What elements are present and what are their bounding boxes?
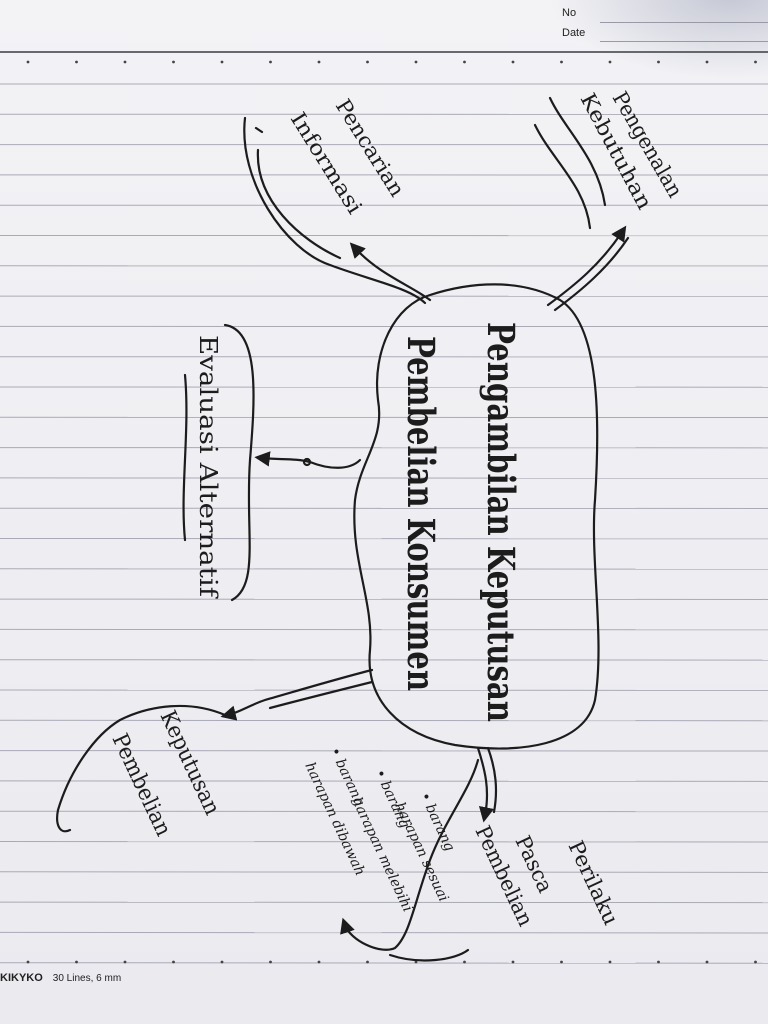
central-bubble — [353, 283, 600, 750]
margin-dot — [172, 960, 175, 964]
branch-evaluasi: Evaluasi Alternatif — [194, 335, 222, 599]
margin-dot — [220, 960, 224, 964]
margin-dot — [560, 960, 563, 964]
margin-dot — [220, 60, 224, 64]
margin-dot — [123, 60, 127, 64]
margin-dot — [511, 60, 515, 64]
margin-dot — [172, 60, 175, 64]
paper-spec: 30 Lines, 6 mm — [52, 973, 122, 984]
branch-pengenalan-arrow — [546, 225, 627, 307]
page-footer: KIKYKO 30 Lines, 6 mm — [0, 972, 121, 984]
margin-dot — [754, 960, 757, 964]
center-title-line1: Pengambilan Keputusan — [479, 322, 523, 722]
margin-dot — [26, 960, 30, 964]
margin-dot — [657, 60, 660, 64]
margin-dot — [511, 960, 515, 964]
rule-line — [0, 931, 768, 934]
margin-dot — [75, 960, 78, 964]
brand-logo: KIKYKO — [0, 972, 43, 984]
rule-line — [0, 962, 768, 964]
margin-dot — [26, 60, 30, 64]
branch-keputusan-line1: Keputusan — [155, 707, 225, 819]
margin-dot — [123, 960, 127, 964]
margin-dot — [463, 60, 466, 64]
margin-dot — [414, 60, 418, 64]
margin-dot — [705, 960, 709, 964]
date-label: Date — [562, 27, 586, 39]
page-shadow — [548, 0, 768, 80]
branch-pencarian-arrow — [349, 242, 432, 302]
no-label: No — [562, 7, 577, 19]
rule-line — [0, 841, 768, 843]
margin-dot — [608, 960, 612, 964]
branch-keputusan-arrow — [220, 668, 374, 721]
rule-line — [0, 871, 768, 873]
margin-dot — [560, 60, 563, 64]
margin-dot — [608, 60, 612, 64]
margin-dot — [317, 60, 321, 64]
date-line — [600, 41, 768, 42]
margin-dot — [657, 960, 660, 964]
margin-dot — [705, 60, 709, 64]
rule-line — [0, 901, 768, 904]
center-title-line2: Pembelian Konsumen — [399, 336, 443, 691]
margin-dot — [317, 960, 321, 964]
no-line — [600, 22, 768, 23]
margin-dot — [269, 960, 272, 964]
margin-dot — [366, 60, 369, 64]
margin-dot — [366, 960, 369, 964]
branch-perilaku-line1: Perilaku — [563, 837, 623, 929]
margin-dot — [754, 60, 757, 64]
branch-perilaku-arrow — [476, 746, 495, 823]
margin-dot — [463, 960, 466, 964]
branch-keputusan-line2: Pembelian — [107, 730, 176, 840]
margin-dot — [75, 60, 78, 64]
margin-dot — [269, 60, 272, 64]
